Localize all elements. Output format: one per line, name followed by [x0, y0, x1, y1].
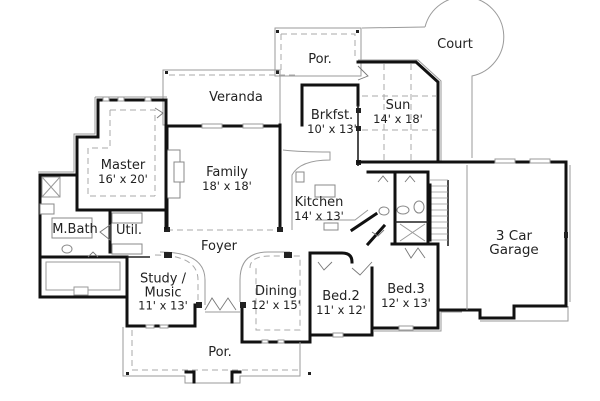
dining-room	[239, 251, 312, 344]
closet-bump	[38, 255, 126, 299]
room-label-sun: Sun 14' x 18'	[373, 99, 423, 125]
room-label-court: Court	[437, 38, 473, 52]
garage	[436, 158, 571, 322]
room-name: Util.	[116, 223, 142, 239]
kitchen	[278, 123, 379, 233]
room-label-mbath: M.Bath	[52, 223, 98, 237]
room-label-garage: 3 Car Garage	[489, 227, 539, 258]
master-suite	[38, 96, 168, 230]
room-label-study: Study / Music 11' x 13'	[138, 271, 188, 313]
rear-porch	[274, 27, 362, 77]
room-name: Kitchen	[294, 195, 344, 211]
room-label-foyer: Foyer	[201, 240, 237, 254]
room-name: Foyer	[200, 239, 238, 255]
master-bath	[38, 173, 168, 299]
room-dimensions: 11' x 12'	[316, 302, 366, 317]
room-label-veranda: Veranda	[209, 91, 263, 105]
room-name: M.Bath	[52, 222, 98, 238]
room-name: Court	[437, 37, 473, 53]
room-name: Study / Music	[139, 271, 187, 300]
room-dimensions: 11' x 13'	[138, 298, 188, 313]
room-name: Sun	[385, 98, 411, 114]
front-door	[204, 297, 240, 313]
room-label-util: Util.	[116, 224, 142, 238]
room-dimensions: 10' x 13'	[307, 121, 357, 136]
room-dimensions: 18' x 18'	[202, 178, 252, 193]
room-name: Brkfst.	[310, 108, 354, 124]
room-dimensions: 14' x 13'	[294, 208, 344, 223]
room-dimensions: 12' x 15'	[251, 297, 301, 312]
room-name: Bed.3	[387, 282, 425, 298]
room-name: Bed.2	[322, 289, 360, 305]
room-name-line2: Garage	[489, 242, 539, 258]
room-label-bed2: Bed.2 11' x 12'	[316, 290, 366, 316]
room-name: Dining	[255, 284, 297, 300]
room-label-bed3: Bed.3 12' x 13'	[381, 283, 431, 309]
hall-bath	[366, 170, 430, 246]
room-dimensions: 16' x 20'	[98, 171, 148, 186]
court-outline	[361, 0, 505, 158]
room-label-front-porch: Por.	[208, 346, 232, 360]
room-name: Veranda	[209, 90, 263, 106]
room-dimensions: 14' x 18'	[373, 111, 423, 126]
room-dimensions: 12' x 13'	[381, 295, 431, 310]
room-name: Por.	[208, 345, 232, 361]
study-room	[125, 251, 206, 329]
room-name: Por.	[308, 52, 332, 68]
front-porch	[122, 327, 311, 384]
room-label-master: Master 16' x 20'	[98, 159, 148, 185]
room-name: 3 Car	[495, 227, 533, 244]
sun-room	[356, 59, 442, 164]
room-label-brkfst: Brkfst. 10' x 13'	[307, 109, 357, 135]
room-label-kitchen: Kitchen 14' x 13'	[294, 196, 344, 222]
room-name: Family	[206, 165, 248, 181]
room-name: Master	[100, 158, 146, 174]
room-label-rear-porch: Por.	[308, 53, 332, 67]
hall	[365, 223, 387, 247]
stairs	[428, 179, 449, 246]
room-label-family: Family 18' x 18'	[202, 166, 252, 192]
bedroom-3	[370, 242, 462, 332]
room-label-dining: Dining 12' x 15'	[251, 285, 301, 311]
